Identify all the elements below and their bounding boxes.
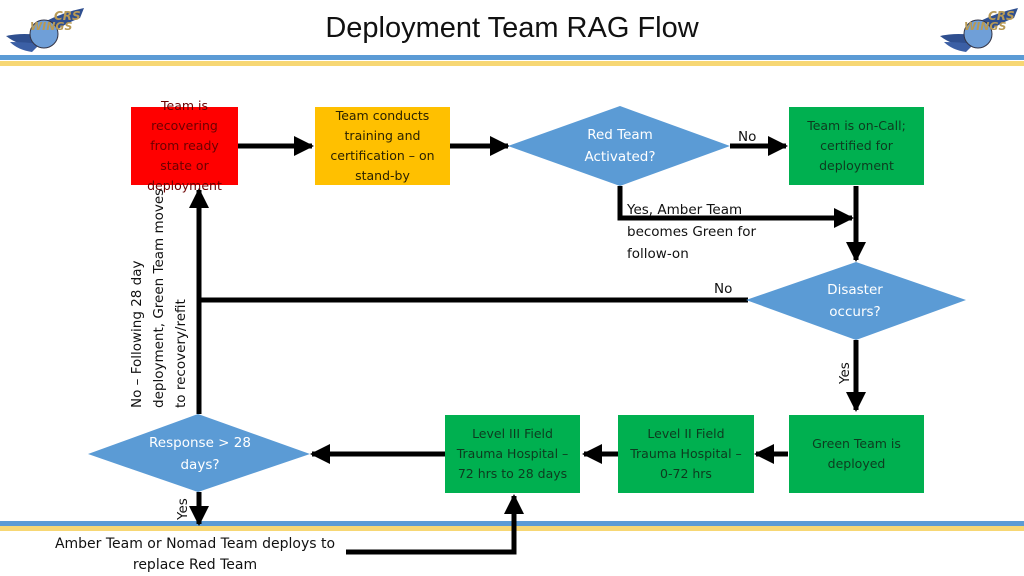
label-response-yes: Yes <box>175 498 191 520</box>
svg-text:WINGS: WINGS <box>964 20 1006 33</box>
node-training: Team conducts training and certification… <box>315 107 450 185</box>
label-red-yes: Yes, Amber Team becomes Green for follow… <box>627 202 757 262</box>
node-level3: Level III Field Trauma Hospital – 72 hrs… <box>445 415 580 493</box>
decision-red-activated-label: Red Team Activated? <box>584 127 656 165</box>
arrow-yes-amber-green <box>617 186 854 228</box>
page-title: Deployment Team RAG Flow <box>325 12 699 44</box>
svg-text:CRS: CRS <box>988 9 1015 23</box>
label-replacement: Amber Team or Nomad Team deploys to repl… <box>54 536 336 573</box>
wings-crs-logo-left: WINGS CRS <box>6 8 84 52</box>
node-level2: Level II Field Trauma Hospital – 0-72 hr… <box>618 415 754 493</box>
decision-disaster-label: Disaster occurs? <box>827 282 883 320</box>
node-level3-label: Level III Field Trauma Hospital – 72 hrs… <box>456 426 569 481</box>
node-level2-label: Level II Field Trauma Hospital – 0-72 hr… <box>630 426 742 481</box>
header-stripe-blue <box>0 55 1024 60</box>
node-on-call: Team is on-Call; certified for deploymen… <box>789 107 924 185</box>
node-green-deployed-label: Green Team is deployed <box>812 436 901 471</box>
header-stripe-gold <box>0 61 1024 66</box>
arrow-replacement-to-level3 <box>346 494 524 555</box>
decision-red-activated-shape <box>508 106 730 186</box>
svg-text:WINGS: WINGS <box>30 20 72 33</box>
node-training-label: Team conducts training and certification… <box>330 108 435 183</box>
decision-response-label: Response > 28 days? <box>149 435 251 473</box>
node-green-deployed: Green Team is deployed <box>789 415 924 493</box>
label-disaster-yes: Yes <box>837 362 853 384</box>
node-recovering-label: Team is recovering from ready state or d… <box>147 98 222 193</box>
decision-disaster-shape <box>746 262 966 340</box>
wings-crs-logo-right: WINGS CRS <box>940 8 1018 52</box>
node-recovering: Team is recovering from ready state or d… <box>131 98 238 193</box>
node-on-call-label: Team is on-Call; certified for deploymen… <box>807 118 906 173</box>
decision-response-shape <box>88 414 310 492</box>
label-disaster-no: No <box>714 281 733 297</box>
svg-text:CRS: CRS <box>54 9 81 23</box>
label-response-no: No – Following 28 day deployment, Green … <box>129 188 189 408</box>
label-red-no: No <box>738 129 757 145</box>
